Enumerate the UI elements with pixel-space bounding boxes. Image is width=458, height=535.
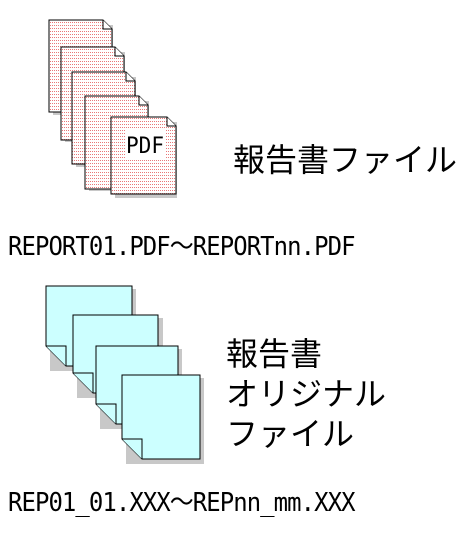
pdf-page-5: PDF [110,116,177,198]
pdf-file-stack: PDF [48,19,177,198]
pdf-icon-text: PDF [126,134,164,159]
pdf-filename-range: REPORT01.PDF～REPORTnn.PDF [8,232,355,262]
orig-page-4 [121,374,204,464]
original-filename-range: REP01_01.XXX～REPnn_mm.XXX [8,488,355,518]
original-label-line-2: オリジナル [226,375,387,413]
original-label-line-1: 報告書 [226,335,323,373]
original-label-line-3: ファイル [226,415,355,453]
original-file-label: 報告書 オリジナル ファイル [226,334,386,454]
pdf-file-label: 報告書ファイル [233,141,458,179]
original-file-stack [45,285,204,464]
